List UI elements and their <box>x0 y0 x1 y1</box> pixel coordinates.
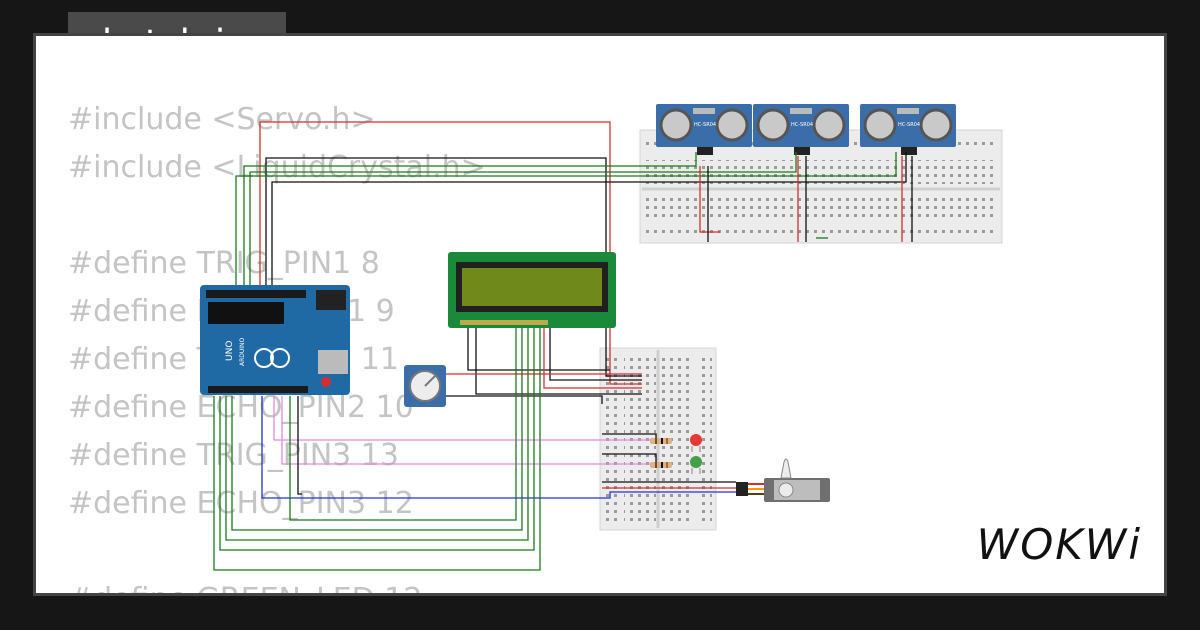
arduino-uno: UNO ARDUINO <box>200 285 350 395</box>
ultrasonic-sensor: HC-SR04 <box>656 104 752 155</box>
sensor-label: HC-SR04 <box>694 122 716 128</box>
code-line: #define GREEN_LED 12 <box>68 576 486 593</box>
code-line: #define TRIG_PIN1 8 <box>68 246 380 281</box>
red-led <box>690 434 702 452</box>
potentiometer <box>404 365 446 407</box>
code-line: #define ECHO_PIN3 12 <box>68 486 414 521</box>
arduino-model-label: UNO <box>225 341 235 361</box>
code-line: #include <Servo.h> <box>68 102 376 137</box>
code-line: #include <LiquidCrystal.h> <box>68 150 486 185</box>
sensor-label: HC-SR04 <box>898 122 920 128</box>
lcd-display <box>448 252 616 328</box>
wires <box>213 121 913 571</box>
preview-frame: #include <Servo.h> #include <LiquidCryst… <box>33 33 1167 596</box>
resistor <box>650 438 672 444</box>
ultrasonic-sensor: HC-SR04 <box>753 104 849 155</box>
resistor <box>650 462 672 468</box>
ultrasonic-sensor: HC-SR04 <box>860 104 956 155</box>
arduino-brand-label: ARDUINO <box>239 337 246 366</box>
code-line: #define TRIG_PIN3 13 <box>68 438 399 473</box>
circuit-diagram: HC-SR04 HC-SR04 HC-SR04 <box>200 104 1003 571</box>
green-led <box>690 456 702 474</box>
wokwi-logo: WOKWi <box>976 520 1142 569</box>
sensor-label: HC-SR04 <box>791 122 813 128</box>
servo-motor <box>736 458 830 502</box>
